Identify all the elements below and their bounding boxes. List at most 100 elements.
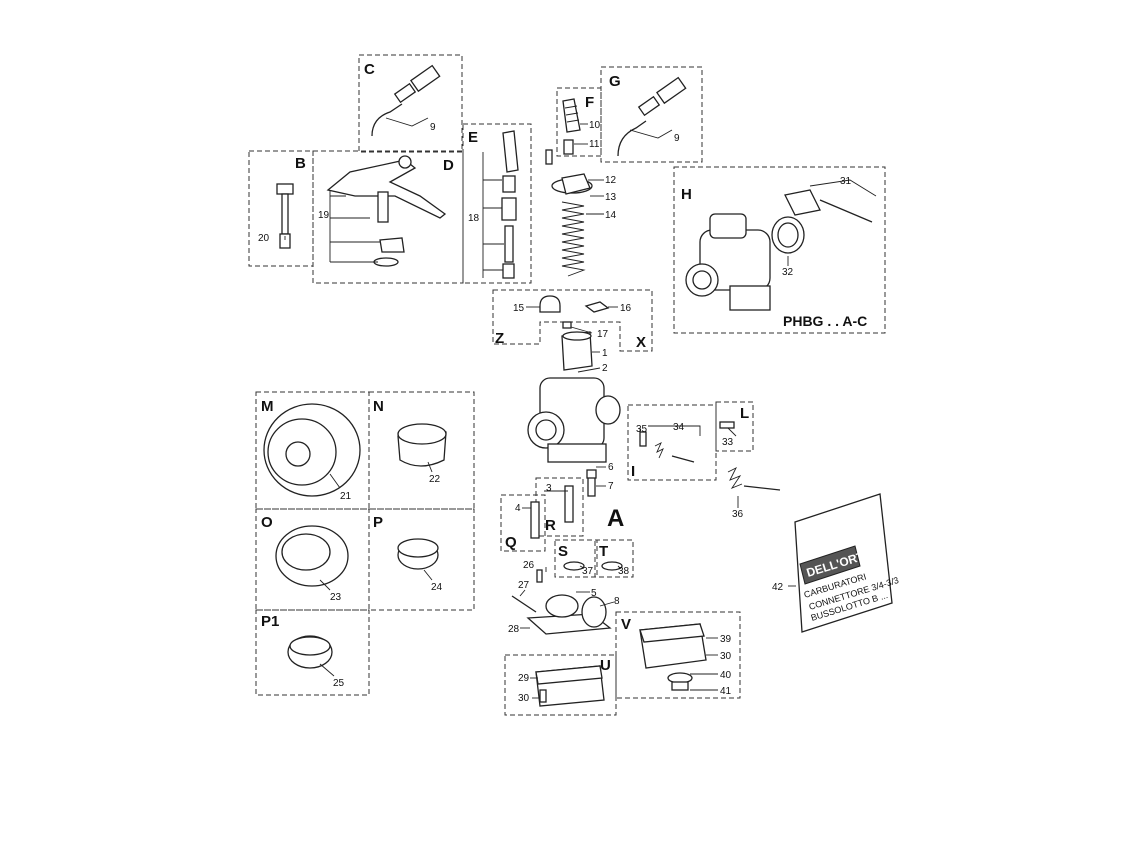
section-label-g: G: [609, 73, 621, 90]
section-label-b: B: [295, 155, 306, 172]
callout-5: 5: [591, 588, 597, 599]
part-1-throttle-slide: [561, 331, 593, 371]
section-label-t: T: [599, 543, 608, 560]
part-p-adapter: [397, 538, 439, 570]
callout-42: 42: [772, 582, 784, 593]
part-p1-ring: [287, 635, 333, 669]
callout-16: 16: [620, 303, 632, 314]
box-t: [594, 539, 634, 578]
part-a-carburetor-body: [527, 377, 621, 463]
callout-4: 4: [515, 503, 521, 514]
section-label-p1: P1: [261, 613, 279, 630]
section-label-d: D: [443, 157, 454, 174]
callout-14: 14: [605, 210, 617, 221]
callout-7: 7: [608, 481, 614, 492]
section-label-l: L: [740, 405, 749, 422]
section-label-a: A: [607, 505, 624, 532]
section-label-f: F: [585, 94, 594, 111]
part-z-x-small: [539, 295, 610, 329]
callout-12: 12: [605, 175, 617, 186]
part-m-air-filter: [263, 403, 361, 497]
callout-27: 27: [518, 580, 530, 591]
callout-1: 1: [602, 348, 608, 359]
section-label-u: U: [600, 657, 611, 674]
callout-29: 29: [518, 673, 530, 684]
section-label-r: R: [545, 517, 556, 534]
leader-lines: [284, 117, 877, 699]
part-o-filter-cap: [275, 525, 349, 587]
callout-13: 13: [605, 192, 617, 203]
section-label-m: M: [261, 398, 274, 415]
callout-30-u: 30: [518, 693, 530, 704]
section-label-v: V: [621, 616, 631, 633]
callout-30-v: 30: [720, 651, 732, 662]
callout-25: 25: [333, 678, 345, 689]
callout-28: 28: [508, 624, 520, 635]
section-label-o: O: [261, 514, 273, 531]
section-label-c: C: [364, 61, 375, 78]
section-label-s: S: [558, 543, 568, 560]
part-h-carburetor-body: [685, 189, 873, 311]
callout-6: 6: [608, 462, 614, 473]
box-u: [504, 654, 617, 716]
part-cap-and-spring: [551, 173, 593, 277]
box-q: [500, 494, 546, 552]
part-needle-pin: [511, 569, 543, 613]
part-e-choke-plunger: [501, 130, 519, 279]
callout-39: 39: [720, 634, 732, 645]
callout-3: 3: [546, 483, 552, 494]
box-g: [600, 66, 703, 163]
box-i: [627, 404, 717, 481]
callout-35: 35: [636, 424, 648, 435]
section-boxes: [248, 54, 886, 716]
callout-38: 38: [618, 566, 630, 577]
box-p: [368, 508, 475, 611]
section-label-e: E: [468, 129, 478, 146]
callout-21: 21: [340, 491, 352, 502]
callout-36: 36: [732, 509, 744, 520]
part-d-lever: [326, 155, 447, 267]
callout-24: 24: [431, 582, 443, 593]
part-n-horn: [397, 423, 447, 467]
part-i-screws: [639, 421, 735, 463]
part-c-cable-adjuster: [371, 64, 441, 137]
section-label-i: I: [631, 463, 635, 480]
section-label-q: Q: [505, 534, 517, 551]
callout-18: 18: [468, 213, 480, 224]
box-s: [554, 539, 598, 578]
section-label-z: Z: [495, 330, 504, 347]
box-z-x: [492, 289, 653, 352]
part-numbers: 9 9 10 11 12 13 14 20 19 18 31 32 15 16 …: [258, 120, 852, 704]
part-v-float-bowl: [639, 623, 707, 691]
callout-2: 2: [602, 363, 608, 374]
part-36-spring-screw: [727, 466, 781, 491]
box-p1: [255, 609, 370, 696]
part-b-idle-screw: [276, 183, 294, 249]
part-u-float-bowl: [535, 665, 605, 707]
callout-37: 37: [582, 566, 594, 577]
section-label-x: X: [636, 334, 646, 351]
callout-34: 34: [673, 422, 685, 433]
part-g-cable-adjuster: [617, 76, 687, 157]
callout-11: 11: [589, 139, 600, 150]
section-label-n: N: [373, 398, 384, 415]
callout-10: 10: [589, 120, 601, 131]
section-letters: C B D E F G H Z X I L M N O P P1 Q R S T…: [261, 61, 867, 674]
box-r: [535, 477, 584, 537]
box-v: [615, 611, 741, 699]
callout-32: 32: [782, 267, 794, 278]
box-h: [673, 166, 886, 334]
callout-15: 15: [513, 303, 525, 314]
callout-23: 23: [330, 592, 342, 603]
callout-19: 19: [318, 210, 330, 221]
callout-17: 17: [597, 329, 609, 340]
part-jets: [530, 469, 597, 539]
part-drawings: DELL'ORTO CARBURATORI CONNETTORE 3/4-3/3…: [263, 64, 900, 707]
model-label: PHBG . . A-C: [783, 313, 867, 329]
part-washers: [563, 561, 623, 571]
callout-9-g: 9: [674, 133, 680, 144]
part-float-gasket: [526, 594, 612, 635]
box-c: [358, 54, 463, 153]
section-label-p: P: [373, 514, 383, 531]
callout-41: 41: [720, 686, 732, 697]
